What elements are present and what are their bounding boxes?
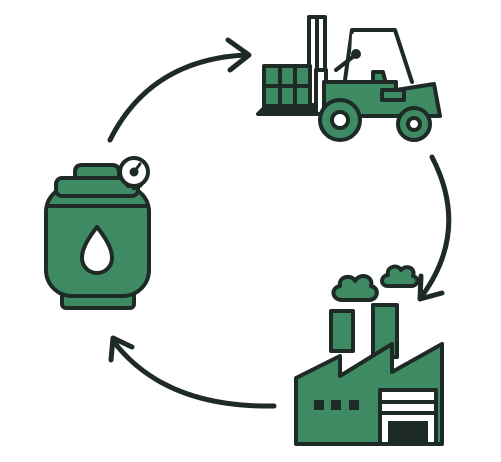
gas-tank-icon (44, 156, 151, 310)
cargo-crates (262, 64, 312, 108)
forklift-cab (343, 28, 414, 84)
chimney-left (329, 309, 355, 353)
fuel-drop-icon (80, 225, 114, 275)
garage-door (378, 388, 438, 446)
smoke-clouds (331, 264, 420, 302)
factory-icon (294, 264, 444, 446)
arrow-factory-to-tank (108, 335, 277, 409)
forklift-icon (256, 15, 442, 142)
factory-window (314, 400, 324, 410)
factory-window (349, 400, 359, 410)
factory-window (331, 400, 341, 410)
arrow-forklift-to-factory (417, 154, 452, 302)
arrow-tank-to-forklift (107, 37, 252, 143)
